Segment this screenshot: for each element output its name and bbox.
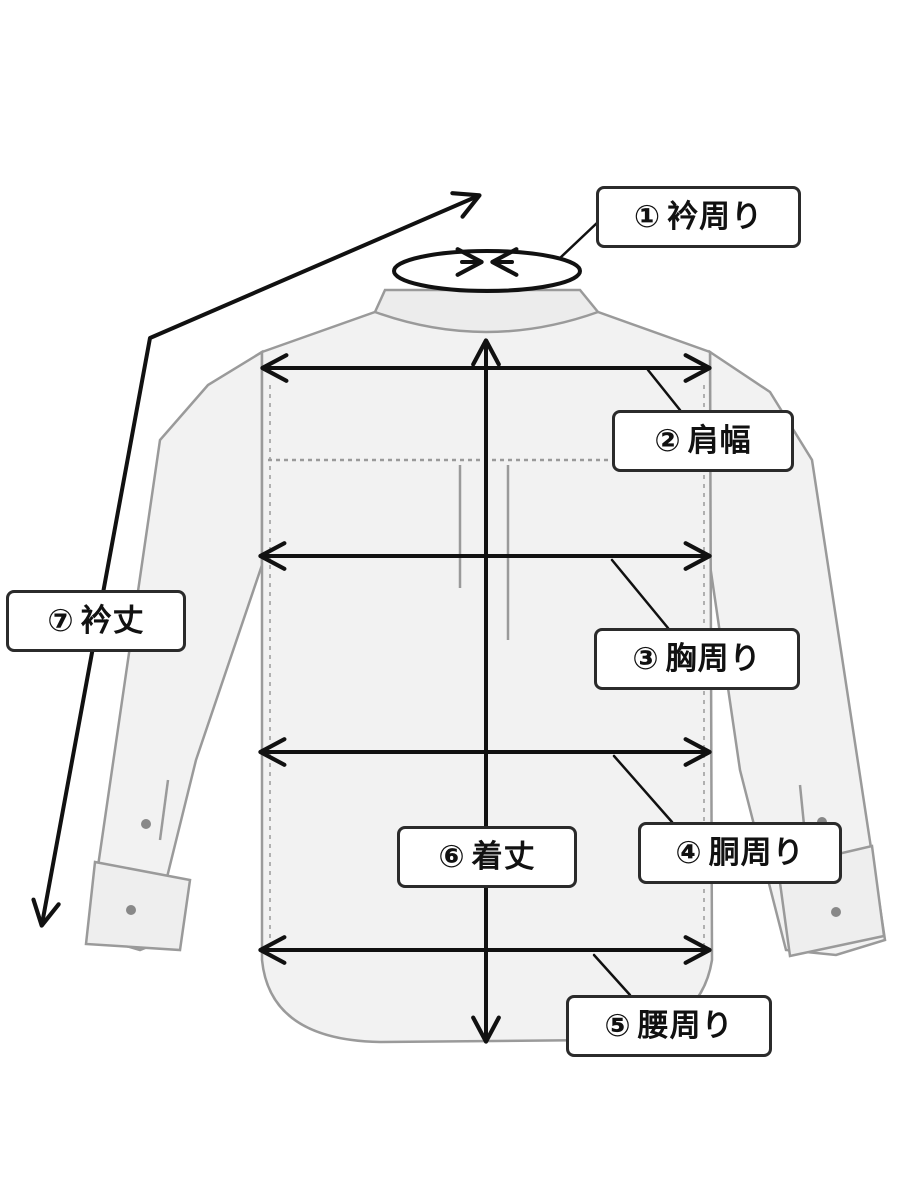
label-text: 衿丈 <box>80 603 145 639</box>
label-text: 衿周り <box>667 199 764 235</box>
button-icon <box>126 905 136 915</box>
label-text: 胸周り <box>665 641 762 677</box>
label-number: ① <box>633 199 662 235</box>
leader-line-waist <box>612 754 674 824</box>
collar-ellipse <box>392 249 582 293</box>
label-number: ⑦ <box>47 603 75 639</box>
left-cuff <box>84 860 192 952</box>
leader-line-collar <box>558 220 600 260</box>
button-icon <box>141 819 151 829</box>
button-icon <box>831 907 841 917</box>
label-number: ⑤ <box>604 1008 632 1044</box>
label-number: ⑥ <box>438 839 466 875</box>
label-text: 胴周り <box>708 835 805 871</box>
label-number: ③ <box>632 641 660 677</box>
label-text: 腰周り <box>637 1008 734 1044</box>
label-text: 肩幅 <box>687 423 752 459</box>
leader-line-hip <box>592 953 632 997</box>
sleeve-length-arrow <box>31 191 482 928</box>
label-number: ④ <box>675 835 703 871</box>
leader-line-shoulder <box>646 368 682 412</box>
label-text: 着丈 <box>471 839 536 875</box>
leader-line-chest <box>610 558 670 630</box>
label-number: ② <box>654 423 682 459</box>
